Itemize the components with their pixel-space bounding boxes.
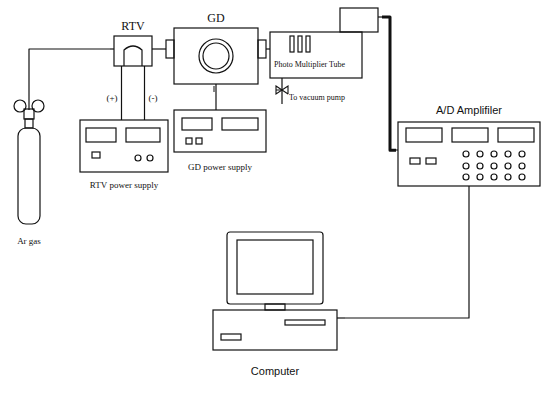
discharge-chamber: GD <box>166 12 266 86</box>
connecting-line <box>121 78 122 120</box>
connecting-line <box>215 86 216 110</box>
device-label: GD <box>207 12 224 26</box>
gas-cylinder-drawing <box>6 96 52 246</box>
device-label: RTV <box>121 20 144 34</box>
note-label: To vacuum pump <box>288 94 346 103</box>
computer: Computer <box>205 228 345 378</box>
gas-cylinder: Ar gas <box>6 96 52 246</box>
signal-cable <box>382 17 396 150</box>
device-label: Computer <box>251 365 299 378</box>
device-label: Photo Multiplier Tube <box>274 60 345 69</box>
computer-drawing <box>205 228 345 378</box>
photomultiplier-tube: Photo Multiplier Tube <box>270 6 382 80</box>
power-supply: RTV power supply <box>78 120 170 190</box>
connecting-line <box>345 188 469 318</box>
power-supply: GD power supply <box>172 110 268 172</box>
connecting-line <box>29 49 110 96</box>
device-label: GD power supply <box>188 162 252 172</box>
amplifier-drawing <box>396 104 542 188</box>
connecting-line <box>144 78 145 120</box>
polarity-label: (-) <box>148 94 159 104</box>
device-label: RTV power supply <box>90 180 158 190</box>
power-supply-drawing <box>78 120 170 190</box>
connecting-line <box>266 48 270 49</box>
device-label: A/D Amplifiler <box>436 104 502 117</box>
polarity-label: (+) <box>105 94 118 104</box>
rtv-box: RTV <box>110 20 156 78</box>
connecting-line <box>156 48 166 49</box>
device-label: Ar gas <box>17 236 41 246</box>
amplifier: A/D Amplifiler <box>396 104 542 188</box>
